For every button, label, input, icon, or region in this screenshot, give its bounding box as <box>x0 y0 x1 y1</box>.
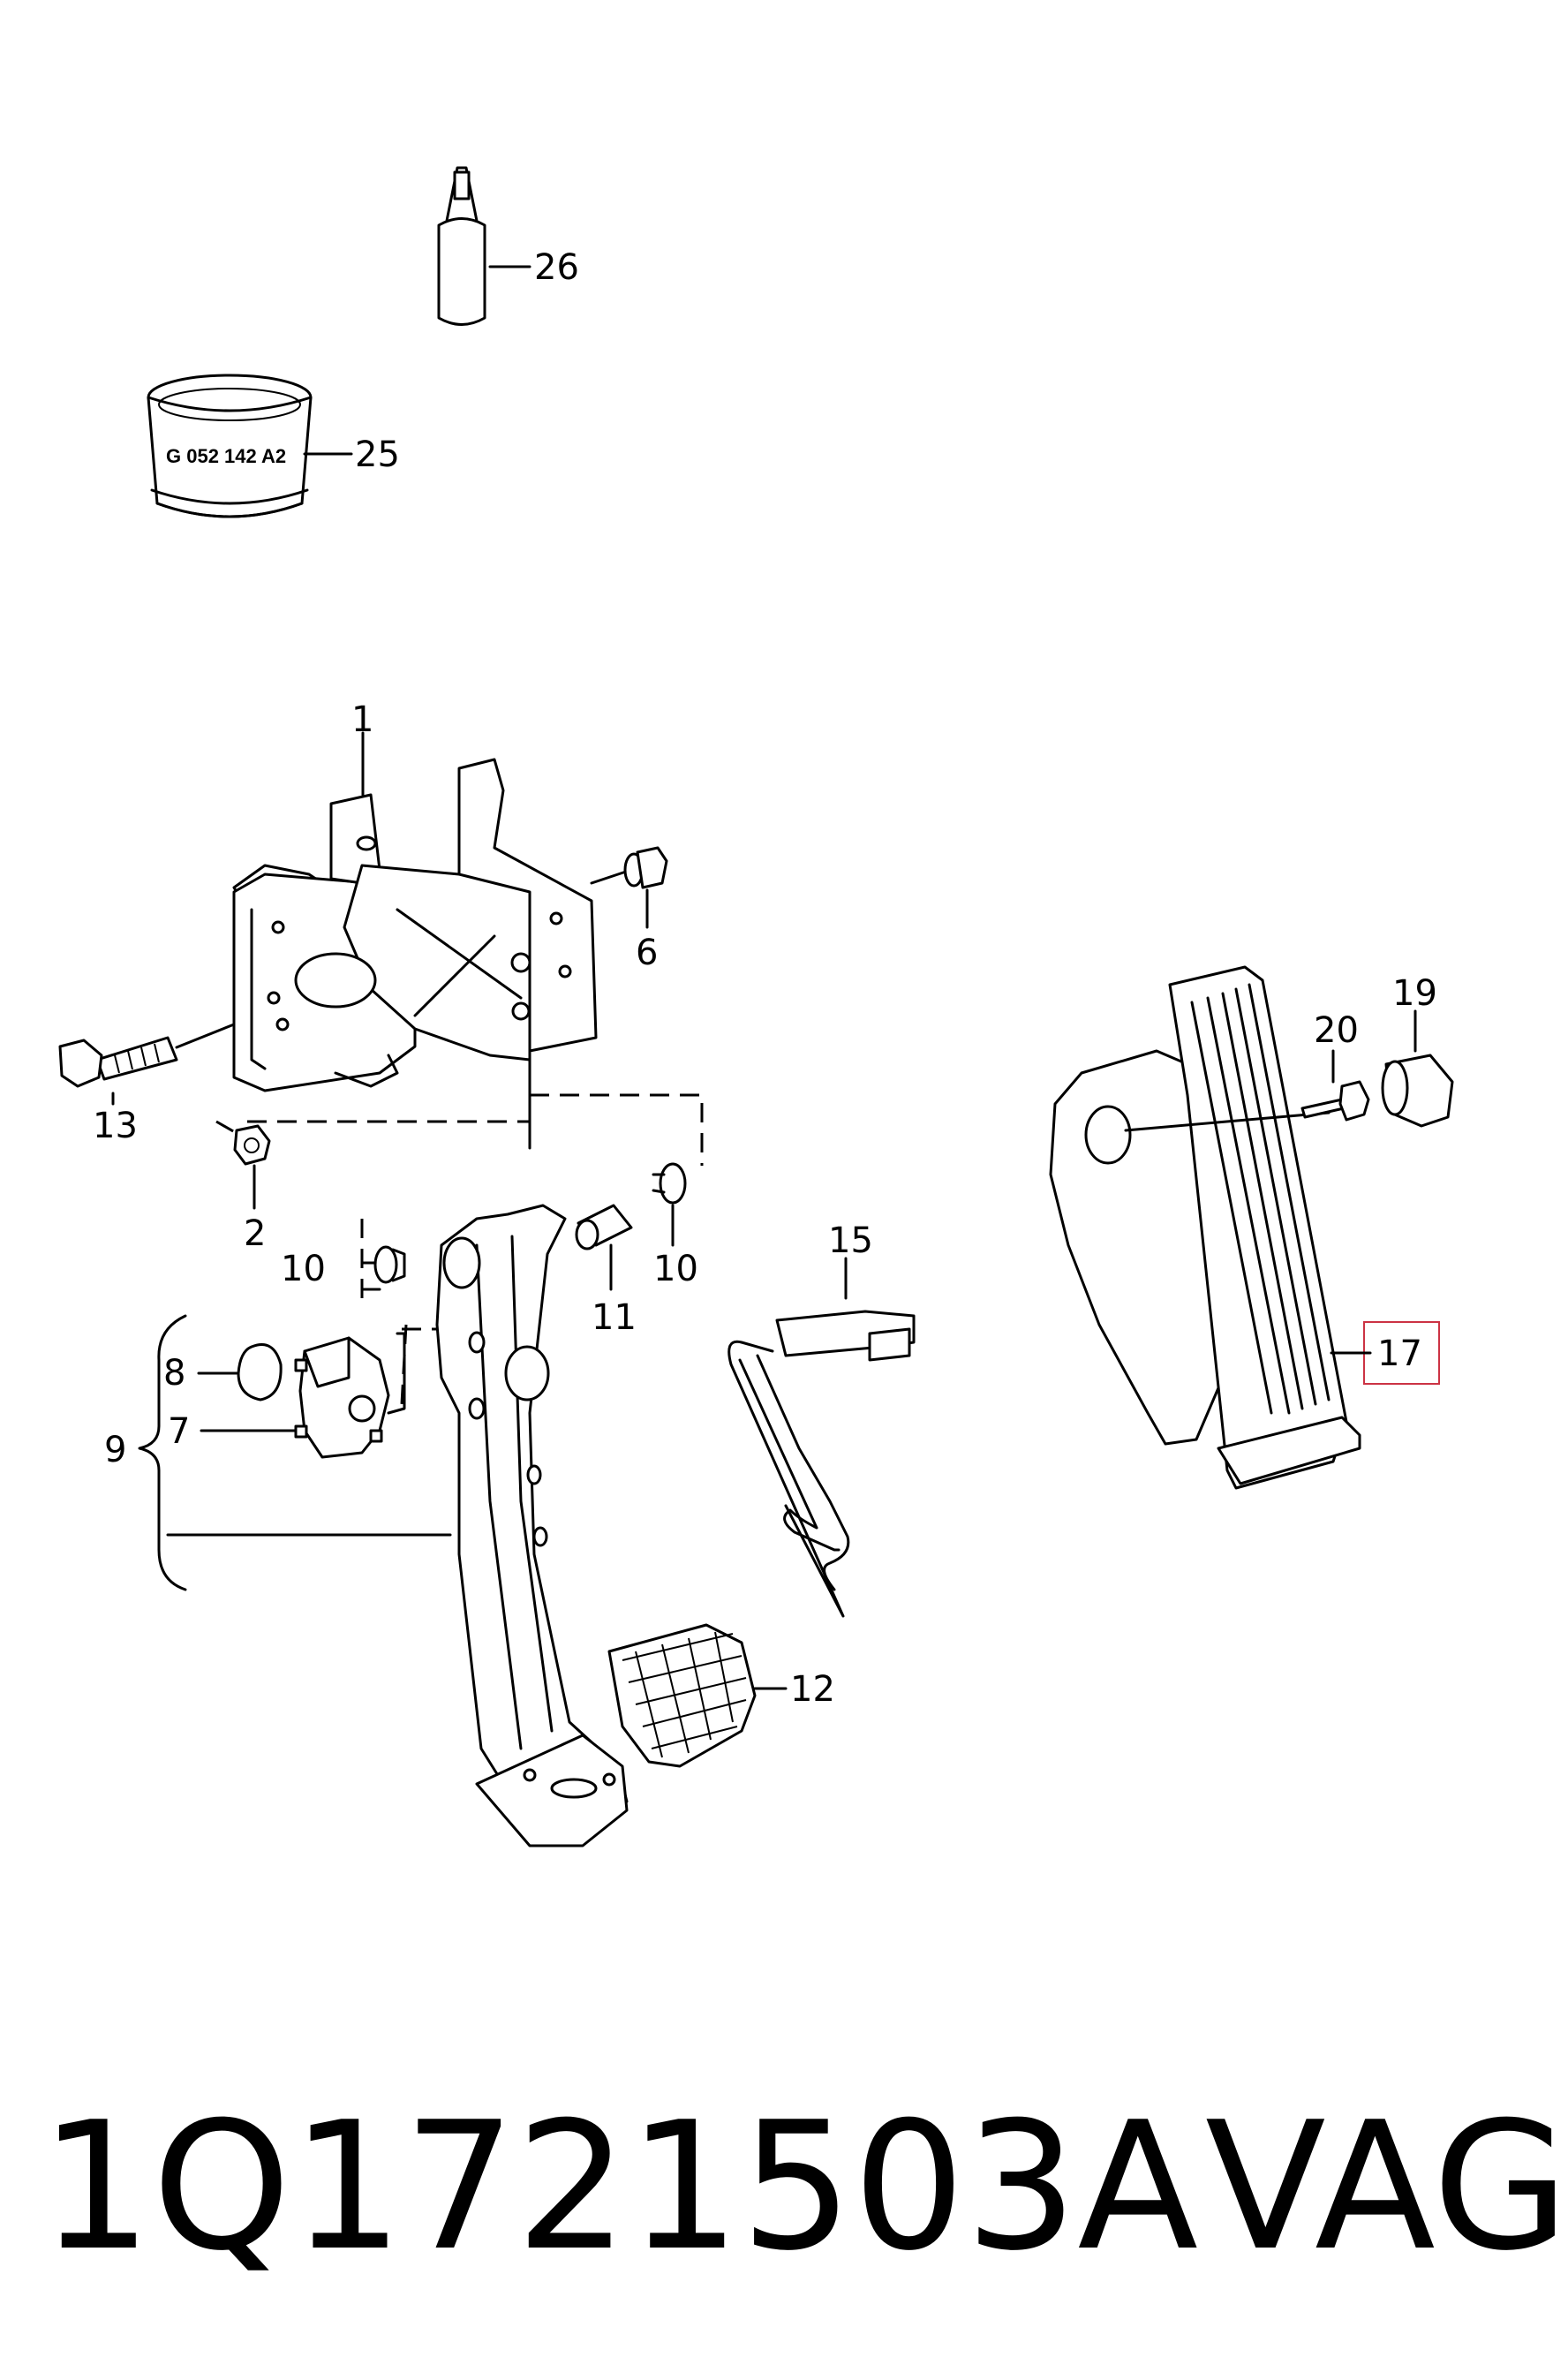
brake-pedal-arm-part <box>435 1204 629 1847</box>
seal-ring-part-8 <box>197 1343 283 1402</box>
grease-can-part <box>147 374 353 518</box>
callout-2: 2 <box>244 1213 266 1254</box>
callout-15: 15 <box>828 1220 873 1261</box>
bolt-part-13 <box>58 1023 236 1106</box>
callout-17: 17 <box>1377 1334 1422 1374</box>
bushing-part-11 <box>575 1204 633 1291</box>
bushing-left-10 <box>360 1245 406 1291</box>
cap-part-19 <box>1381 1009 1454 1128</box>
nut-part-6 <box>590 846 668 929</box>
callout-6: 6 <box>636 933 658 973</box>
pedal-bracket-part <box>232 731 598 1150</box>
pedal-pad-part-12 <box>607 1623 788 1768</box>
accelerator-pedal-part-17 <box>1049 965 1361 1490</box>
part-number: 1Q1721503A <box>40 2084 1198 2290</box>
callout-10-left: 10 <box>281 1249 326 1289</box>
nut-part-2 <box>215 1120 271 1210</box>
callout-12: 12 <box>790 1669 835 1710</box>
callout-26: 26 <box>534 247 579 288</box>
bushing-right-10 <box>652 1162 687 1247</box>
can-label: G 052 142 A2 <box>166 445 286 467</box>
callout-25: 25 <box>355 434 400 475</box>
pushrod-part-15 <box>727 1257 916 1618</box>
brand-name: VAG <box>1205 2084 1568 2290</box>
callout-19: 19 <box>1392 973 1437 1014</box>
callout-10-right: 10 <box>653 1249 698 1289</box>
screw-part-20 <box>1300 1049 1370 1122</box>
bracket-brace-9 <box>138 1314 452 1591</box>
callout-9: 9 <box>104 1430 126 1470</box>
callout-13: 13 <box>93 1106 138 1146</box>
callout-1: 1 <box>351 699 373 740</box>
callout-20: 20 <box>1314 1010 1359 1051</box>
callout-11: 11 <box>592 1297 637 1338</box>
callout-7: 7 <box>168 1411 190 1452</box>
switch-part-7 <box>200 1332 406 1459</box>
sealant-bottle-part <box>437 166 531 326</box>
callout-8: 8 <box>163 1353 185 1394</box>
